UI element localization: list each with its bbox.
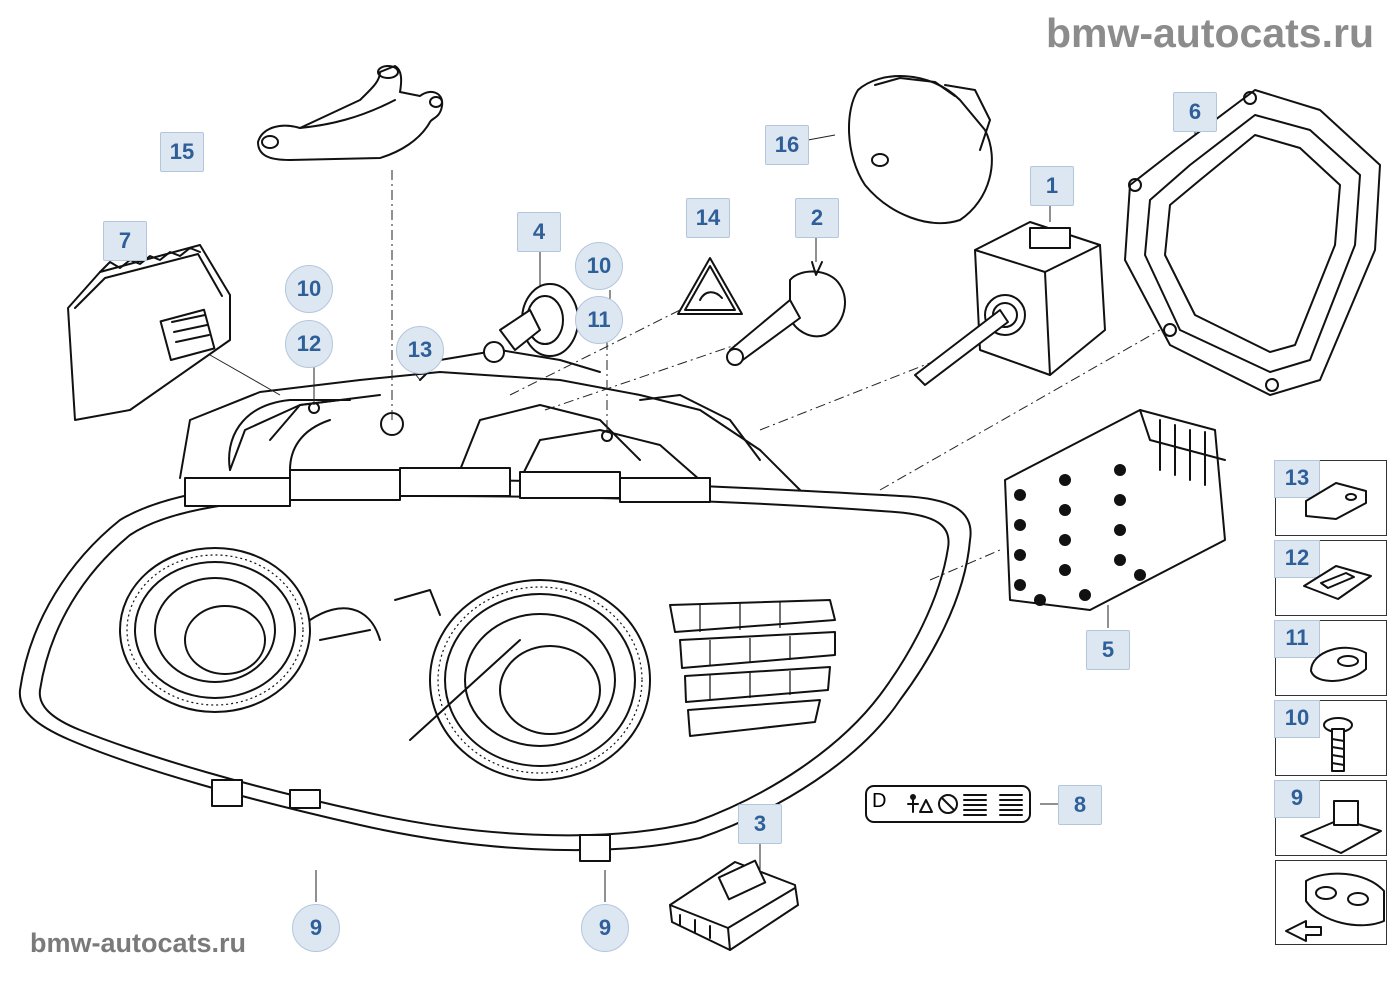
callout-9-left[interactable]: 9 [292,904,340,952]
side-label-9: 9 [1274,780,1320,818]
callout-10-left[interactable]: 10 [285,265,333,313]
bracket-clip-icon [1305,482,1367,520]
callout-3[interactable]: 3 [738,804,782,844]
callout-11[interactable]: 11 [575,296,623,344]
side-item-11[interactable]: 11 [1274,620,1387,696]
callout-6[interactable]: 6 [1173,92,1217,132]
nut-clip-icon [1300,800,1382,854]
side-item-13[interactable]: 13 [1274,460,1387,536]
side-item-12[interactable]: 12 [1274,540,1387,616]
callout-9-right[interactable]: 9 [581,904,629,952]
screw-icon [1323,717,1353,772]
callout-4[interactable]: 4 [517,212,561,252]
part-3-module [669,859,799,951]
part-8-label [865,785,1031,823]
spring-clip-icon [1303,565,1372,600]
side-label-12: 12 [1274,540,1320,578]
side-label-13: 13 [1274,460,1320,498]
callout-12[interactable]: 12 [285,320,333,368]
part-5-socket-block [1004,409,1226,611]
watermark-top: bmw-autocats.ru [1045,10,1374,56]
side-item-9[interactable]: 9 [1274,780,1387,856]
callout-7[interactable]: 7 [103,221,147,261]
label-8-letter: D [872,790,887,812]
side-label-10: 10 [1274,700,1320,738]
part-15-cover-cap [257,65,444,161]
callout-16[interactable]: 16 [765,125,809,165]
clip-nut-icon [1310,646,1367,682]
callout-14[interactable]: 14 [686,198,730,238]
callout-1[interactable]: 1 [1030,166,1074,206]
callout-8[interactable]: 8 [1058,785,1102,825]
indicator-louvres [669,599,836,737]
part-6-gasket [1124,89,1381,396]
watermark-bottom: bmw-autocats.ru [30,928,247,958]
callout-2[interactable]: 2 [795,198,839,238]
side-label-11: 11 [1274,620,1320,658]
part-4-bulb [483,283,579,363]
callout-5[interactable]: 5 [1086,630,1130,670]
car-orientation-icon [1285,872,1385,942]
part-2-h7-bulb [726,261,846,366]
side-item-vehicle-orientation [1275,860,1387,945]
callout-15[interactable]: 15 [160,132,204,172]
part-16-dust-cap [847,75,993,225]
part-1-xenon-bulb [914,221,1106,386]
headlight-assembly [18,349,972,862]
part-7-control-unit [67,244,231,421]
part-14-warning-triangle [677,257,743,315]
callout-10-center[interactable]: 10 [575,242,623,290]
side-item-10[interactable]: 10 [1274,700,1387,776]
callout-13[interactable]: 13 [396,326,444,374]
